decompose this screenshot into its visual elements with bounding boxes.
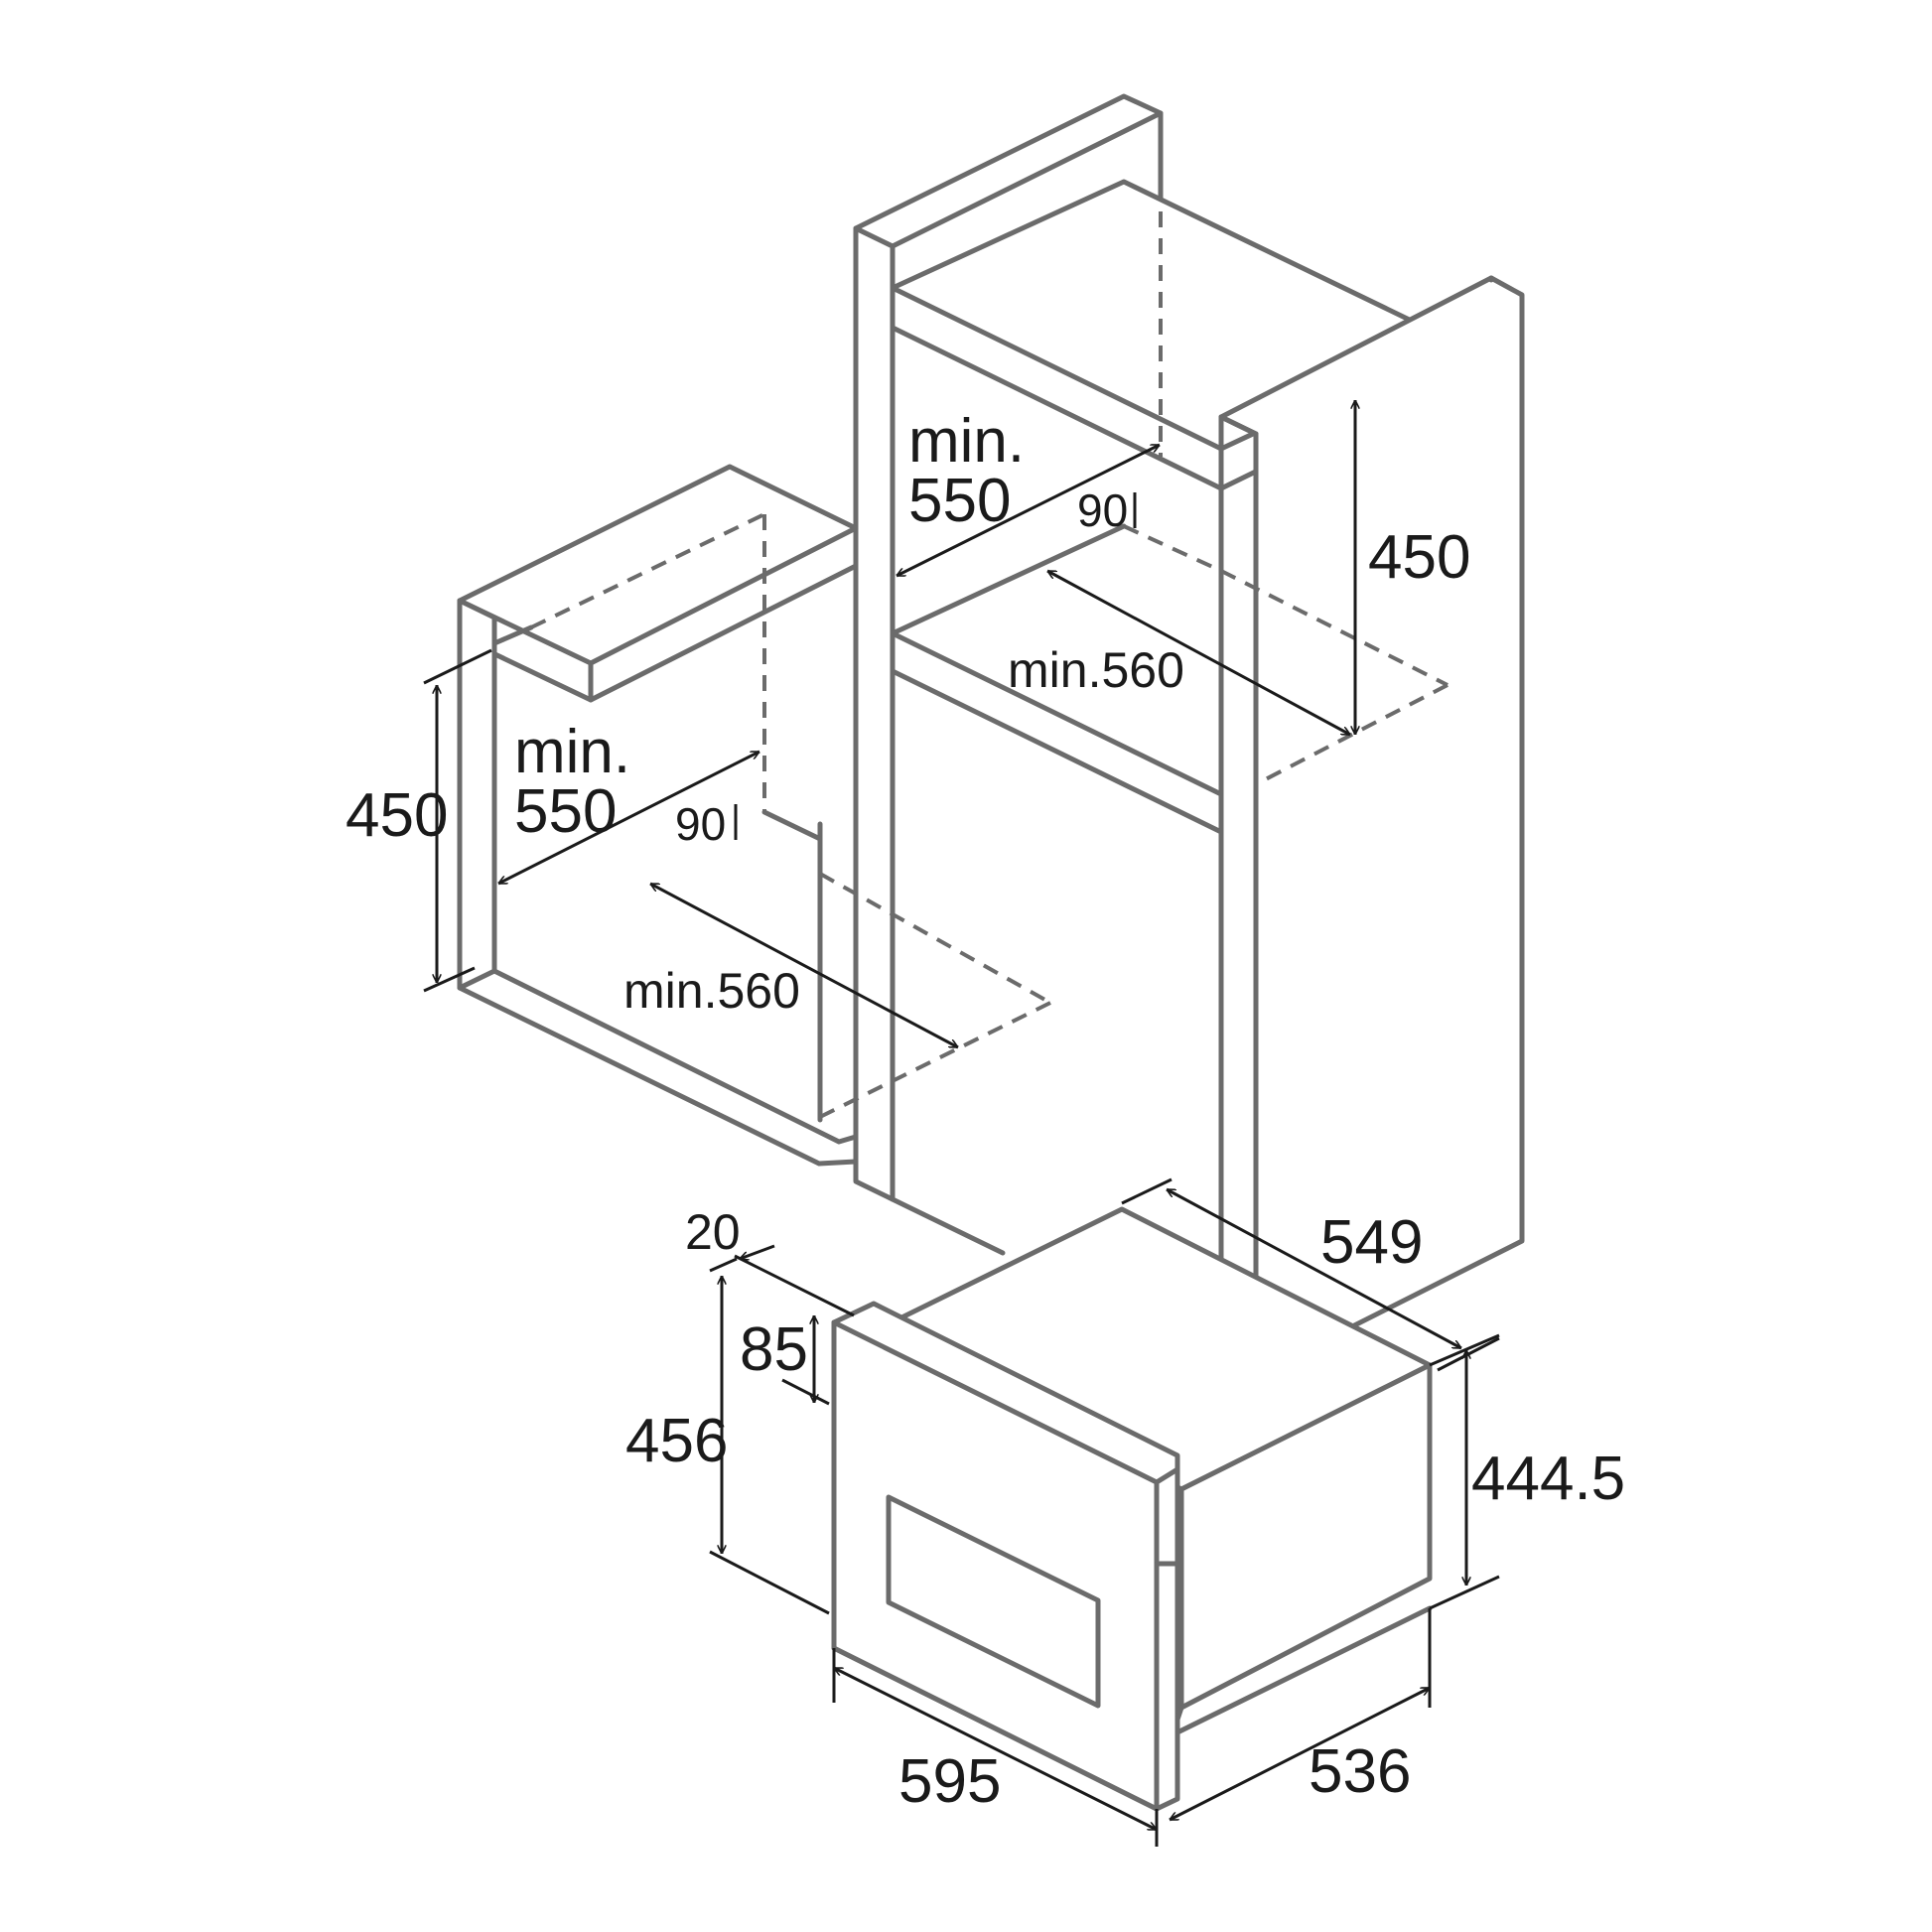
- left-cabinet: [457, 464, 1051, 1167]
- body-depth-label: 549: [1320, 1208, 1423, 1277]
- left-niche-depth-label-line2: 550: [514, 777, 617, 846]
- right-niche-height-label: 450: [1368, 523, 1470, 592]
- top-panel-label: 85: [740, 1315, 808, 1384]
- left-clearance-label: 90: [675, 798, 726, 850]
- oven-body-side: [1178, 1362, 1433, 1711]
- dimension-labels: 450 min. 550 90 min.560 min. 550 90 min.…: [345, 407, 1625, 1816]
- column-left-upright: [853, 225, 896, 1202]
- front-width-label: 595: [898, 1747, 1001, 1816]
- left-niche-height-label: 450: [345, 781, 448, 850]
- body-width-label: 536: [1309, 1737, 1411, 1806]
- right-niche-width-label: min.560: [1008, 642, 1184, 698]
- right-niche-depth-label-line2: 550: [908, 467, 1011, 535]
- body-height-label: 444.5: [1471, 1445, 1625, 1513]
- tall-column-cabinet: [853, 93, 1525, 1378]
- dimension-lines: [423, 400, 1500, 1847]
- right-niche-depth-label-line1: min.: [908, 407, 1025, 476]
- frame-thickness-label: 20: [685, 1204, 741, 1260]
- left-cabinet-top: [457, 464, 859, 703]
- left-niche-depth-label-line1: min.: [514, 718, 630, 786]
- front-height-label: 456: [625, 1407, 728, 1475]
- left-niche-width-label: min.560: [623, 963, 800, 1019]
- right-clearance-label: 90: [1077, 484, 1128, 536]
